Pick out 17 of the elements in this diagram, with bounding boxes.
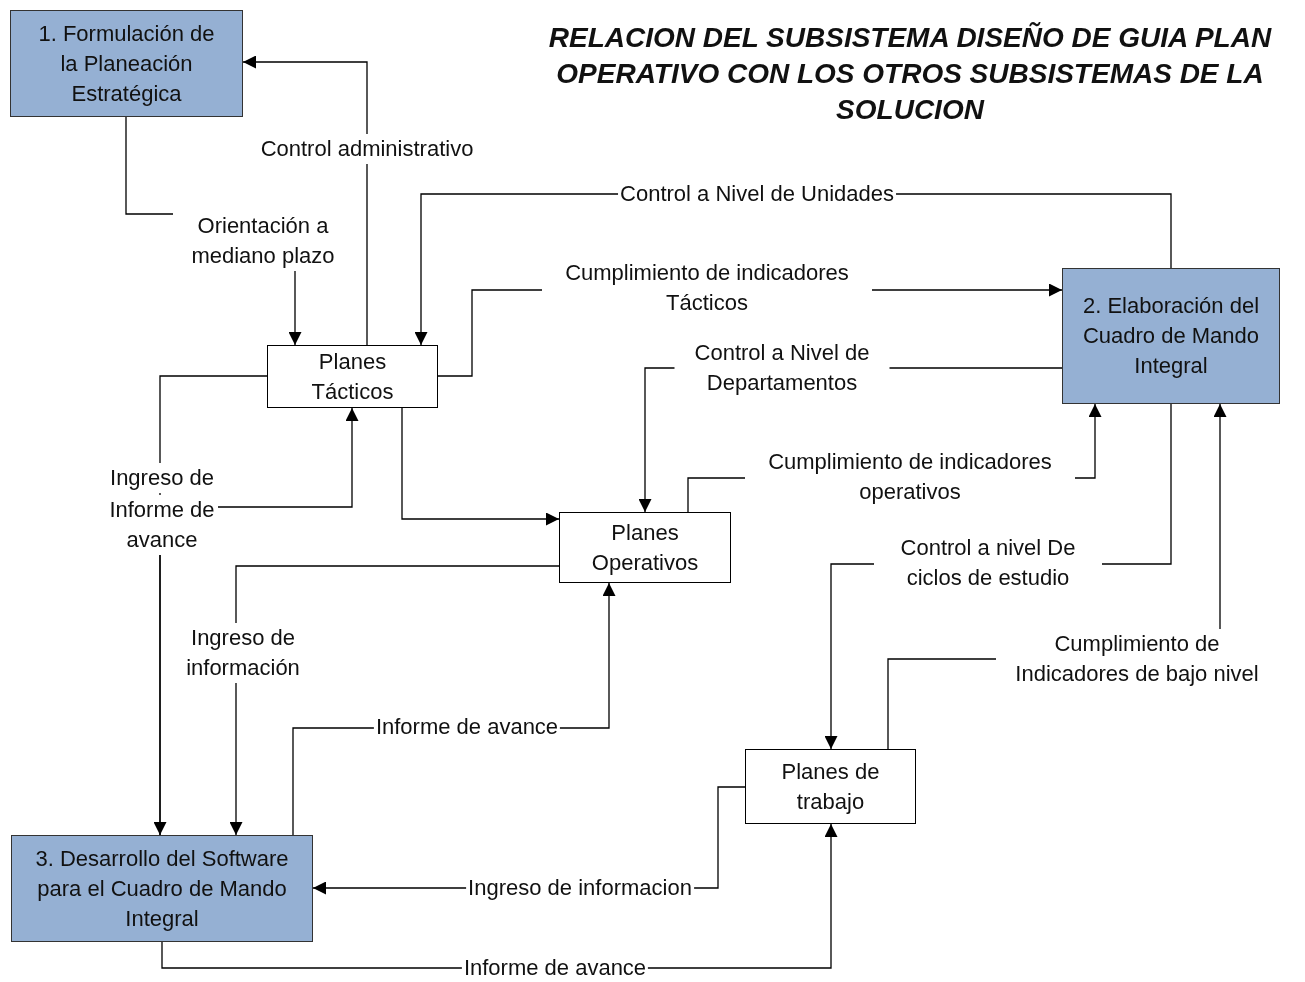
node-text: Planes Tácticos bbox=[310, 347, 395, 406]
node-text: Planes de trabajo bbox=[780, 757, 881, 816]
process-box bbox=[267, 345, 438, 408]
process-box bbox=[559, 512, 731, 583]
subsystem-box bbox=[11, 835, 313, 942]
edge-label: Control administrativo bbox=[258, 134, 476, 164]
diagram-title: RELACION DEL SUBSISTEMA DISEÑO DE GUIA PLAN OPERATIVO CON LOS OTROS SUBSISTEMAS DE LA SOLUCION bbox=[547, 21, 1273, 127]
subsystem-box bbox=[1062, 268, 1280, 404]
node-text: Planes Operativos bbox=[590, 518, 700, 577]
process-box bbox=[745, 749, 916, 824]
arrow bbox=[401, 407, 560, 526]
node-text: 3. Desarrollo del Software para el Cuadro de Mando Integral bbox=[34, 844, 290, 933]
node-text: 2. Elaboración del Cuadro de Mando Integral bbox=[1081, 292, 1261, 380]
subsystem-box bbox=[10, 10, 243, 117]
arrow bbox=[229, 565, 560, 836]
arrow bbox=[242, 55, 368, 346]
node-text: 1. Formulación de la Planeación Estratégica bbox=[37, 19, 216, 108]
